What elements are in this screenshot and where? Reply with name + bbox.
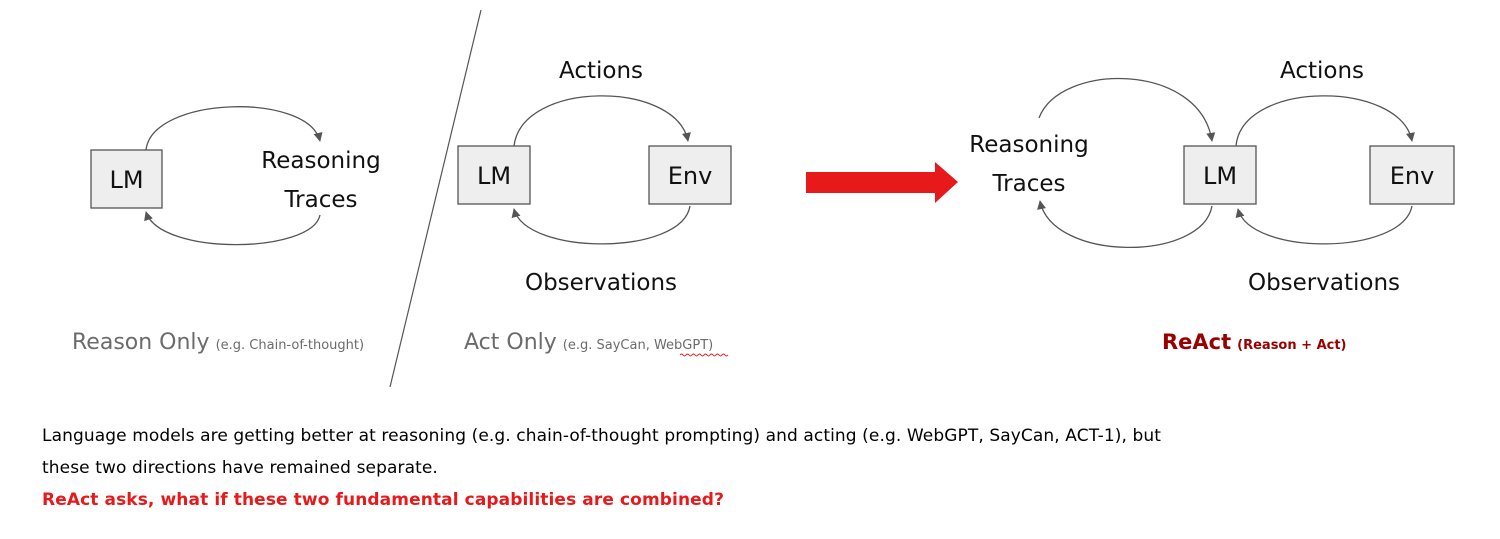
act-only-env-box bbox=[648, 145, 732, 205]
spellcheck-squiggle bbox=[679, 353, 729, 357]
react-actions-arrow bbox=[1235, 95, 1415, 147]
reason-only-traces-line2: Traces bbox=[284, 187, 358, 213]
act-only-actions-arrow bbox=[513, 95, 691, 147]
react-diagram: LM Reasoning Traces Reason Only (e.g. Cha… bbox=[72, 9, 1455, 388]
react-traces-line1: Reasoning bbox=[969, 132, 1088, 158]
act-only-caption-note-suffix: ) bbox=[708, 338, 713, 353]
act-only-lm-box bbox=[457, 145, 531, 205]
react-lm-box bbox=[1183, 145, 1257, 205]
transition-arrow bbox=[806, 162, 958, 203]
react-reasoning-to-lm-arrow bbox=[1038, 77, 1216, 142]
react-actions-label: Actions bbox=[1280, 58, 1364, 84]
react-observations-arrow bbox=[1235, 205, 1413, 245]
act-only-observations-label: Observations bbox=[525, 270, 677, 296]
act-only-caption-note-webgpt: WebGPT bbox=[654, 338, 708, 353]
panel-divider-line bbox=[389, 9, 482, 388]
react-caption-note: (Reason + Act) bbox=[1237, 338, 1346, 353]
react-lm-to-reasoning-arrow bbox=[1037, 200, 1213, 248]
reason-only-top-arrow bbox=[145, 106, 323, 151]
react-env-box bbox=[1369, 145, 1455, 205]
react-lm-label: LM bbox=[1203, 162, 1237, 190]
reason-only-traces-line1: Reasoning bbox=[261, 148, 380, 174]
reason-only-caption: Reason Only (e.g. Chain-of-thought) bbox=[72, 330, 364, 355]
react-observations-label: Observations bbox=[1248, 270, 1400, 296]
act-only-env-label: Env bbox=[668, 162, 713, 190]
description-paragraph-line2: these two directions have remained separ… bbox=[42, 458, 438, 478]
description-question: ReAct asks, what if these two fundamenta… bbox=[42, 490, 725, 510]
reason-only-caption-main: Reason Only bbox=[72, 330, 210, 355]
reason-only-lm-box bbox=[90, 149, 163, 209]
description-paragraph-line1: Language models are getting better at re… bbox=[42, 426, 1162, 446]
act-only-caption: Act Only (e.g. SayCan, WebGPT) bbox=[464, 330, 713, 355]
react-env-label: Env bbox=[1390, 162, 1435, 190]
act-only-caption-main: Act Only bbox=[464, 330, 557, 355]
reason-only-bottom-arrow bbox=[144, 211, 321, 246]
act-only-actions-label: Actions bbox=[559, 58, 643, 84]
description-block: Language models are getting better at re… bbox=[42, 420, 1472, 516]
act-only-panel: Actions LM Env Observations Act Only (e.g… bbox=[457, 58, 732, 357]
act-only-lm-label: LM bbox=[477, 162, 511, 190]
reason-only-lm-label: LM bbox=[109, 166, 143, 194]
react-traces-line2: Traces bbox=[992, 171, 1066, 197]
react-caption: ReAct (Reason + Act) bbox=[1162, 330, 1347, 354]
react-caption-main: ReAct bbox=[1162, 330, 1231, 354]
react-panel: Reasoning Traces Actions LM Env Observat… bbox=[969, 58, 1455, 354]
reason-only-caption-note: (e.g. Chain-of-thought) bbox=[216, 338, 364, 353]
reason-only-panel: LM Reasoning Traces Reason Only (e.g. Cha… bbox=[72, 106, 381, 355]
act-only-caption-note-prefix: (e.g. SayCan, bbox=[563, 338, 654, 353]
act-only-observations-arrow bbox=[511, 205, 691, 245]
